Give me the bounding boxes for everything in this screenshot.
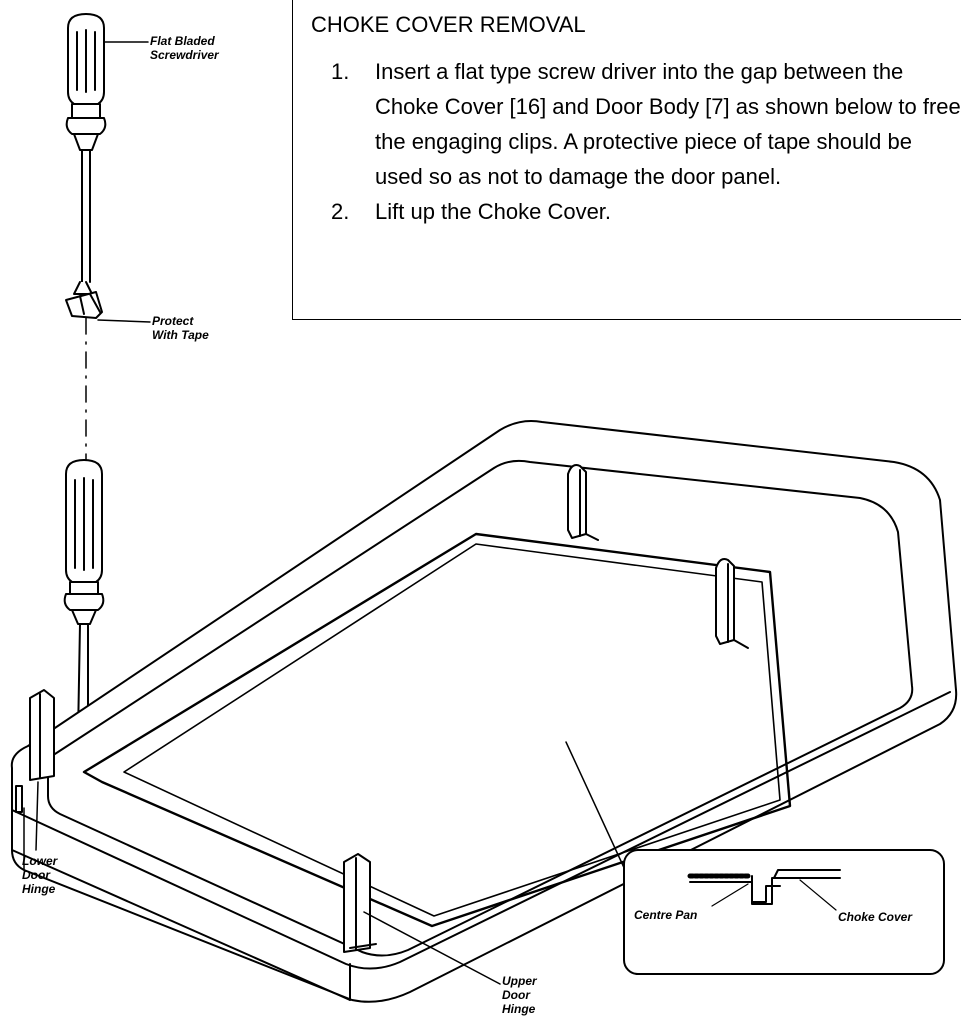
instruction-step: 1. Insert a flat type screw driver into … [311, 54, 961, 194]
screwdriver-label-line: Flat Bladed [150, 34, 215, 48]
step-number: 2. [331, 199, 350, 224]
instructions-steps: 1. Insert a flat type screw driver into … [311, 54, 961, 229]
step-text: Lift up the Choke Cover. [375, 199, 612, 224]
step-number: 1. [331, 59, 350, 84]
upper-hinge-label-line: Hinge [502, 1002, 536, 1016]
upper-door-hinge [343, 853, 377, 953]
tape-label-line: With Tape [152, 328, 209, 342]
upper-hinge-label-line: Door [502, 988, 530, 1002]
upper-hinge-label: Upper Door Hinge [502, 974, 537, 1016]
lower-door-hinge [15, 689, 55, 813]
centre-pan-label: Centre Pan [634, 908, 698, 922]
instructions-panel: CHOKE COVER REMOVAL 1. Insert a flat typ… [292, 0, 961, 320]
screwdriver-top [65, 13, 107, 319]
rear-clip-left [567, 464, 599, 541]
lower-hinge-label: Lower Door Hinge [22, 854, 57, 896]
rear-clip-right [715, 558, 749, 649]
instructions-title: CHOKE COVER REMOVAL [311, 12, 586, 37]
leader-lines [35, 41, 627, 985]
tape-label: Protect With Tape [152, 314, 209, 342]
step-text: Insert a flat type screw driver into the… [375, 59, 961, 189]
instruction-step: 2. Lift up the Choke Cover. [311, 194, 961, 229]
cross-section-callout [623, 849, 945, 975]
lower-hinge-label-line: Hinge [22, 882, 56, 896]
screwdriver-label: Flat Bladed Screwdriver [150, 34, 219, 62]
lower-hinge-label-line: Lower [22, 854, 58, 868]
lower-hinge-label-line: Door [22, 868, 50, 882]
screwdriver-label-line: Screwdriver [150, 48, 219, 62]
tape-label-line: Protect [152, 314, 194, 328]
choke-cover-label: Choke Cover [838, 910, 913, 924]
upper-hinge-label-line: Upper [502, 974, 537, 988]
